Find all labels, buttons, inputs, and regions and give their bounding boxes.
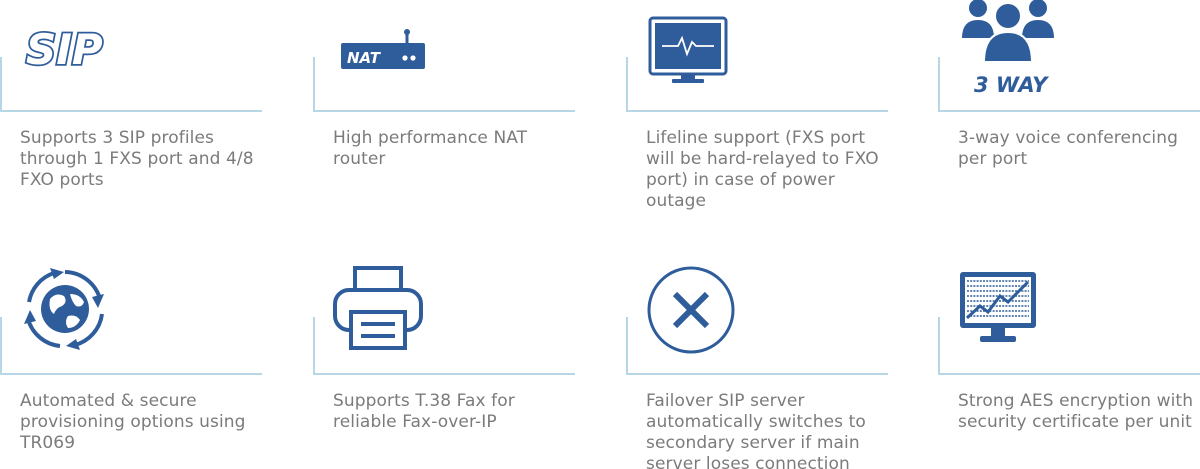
- feature-divider-vertical: [626, 57, 628, 110]
- nat-router-icon: NAT: [341, 29, 425, 69]
- monitor-pulse-icon: [648, 16, 728, 83]
- x-circle-icon: [647, 266, 735, 354]
- sip-icon-label: SIP: [26, 25, 103, 70]
- feature-divider-vertical: [626, 317, 628, 375]
- feature-divider-vertical: [0, 317, 2, 375]
- feature-nat-router: NAT High performance NAT router: [313, 0, 613, 220]
- feature-sip-profiles: SIP Supports 3 SIP profiles through 1 FX…: [0, 0, 300, 220]
- feature-description: Supports T.38 Fax for reliable Fax-over-…: [333, 391, 515, 432]
- feature-failover-sip: Failover SIP server automatically switch…: [626, 250, 926, 469]
- feature-description: Automated & secure provisioning options …: [20, 391, 246, 453]
- feature-description: Supports 3 SIP profiles through 1 FXS po…: [20, 128, 254, 190]
- feature-divider-horizontal: [626, 110, 888, 112]
- feature-description: 3-way voice conferencing per port: [958, 128, 1178, 169]
- feature-description: Lifeline support (FXS port will be hard-…: [646, 128, 879, 211]
- feature-divider-vertical: [938, 57, 940, 110]
- feature-t38-fax: Supports T.38 Fax for reliable Fax-over-…: [313, 250, 613, 469]
- feature-description: Failover SIP server automatically switch…: [646, 391, 866, 469]
- three-way-icon-label: 3 WAY: [974, 73, 1049, 96]
- feature-description: Strong AES encryption with security cert…: [958, 391, 1194, 432]
- feature-description: High performance NAT router: [333, 128, 528, 169]
- three-way-users-icon: 3 WAY: [962, 0, 1054, 96]
- feature-divider-vertical: [938, 317, 940, 375]
- feature-divider-horizontal: [626, 373, 888, 375]
- feature-divider-vertical: [313, 317, 315, 375]
- feature-divider-horizontal: [0, 373, 262, 375]
- fax-printer-icon: [333, 266, 423, 350]
- feature-divider-vertical: [313, 57, 315, 110]
- feature-divider-horizontal: [313, 373, 575, 375]
- nat-icon-label: NAT: [347, 49, 382, 67]
- feature-aes-encryption: Strong AES encryption with security cert…: [938, 250, 1200, 469]
- feature-divider-horizontal: [938, 110, 1200, 112]
- feature-divider-horizontal: [313, 110, 575, 112]
- feature-three-way-conferencing: 3 WAY 3-way voice conferencing per port: [938, 0, 1200, 220]
- encryption-monitor-icon: [960, 272, 1036, 342]
- feature-automated-provisioning: Automated & secure provisioning options …: [0, 250, 300, 469]
- feature-lifeline-support: Lifeline support (FXS port will be hard-…: [626, 0, 926, 220]
- feature-divider-vertical: [0, 57, 2, 110]
- feature-divider-horizontal: [0, 110, 262, 112]
- feature-divider-horizontal: [938, 373, 1200, 375]
- sip-icon: SIP: [24, 23, 104, 70]
- globe-sync-icon: [24, 268, 104, 350]
